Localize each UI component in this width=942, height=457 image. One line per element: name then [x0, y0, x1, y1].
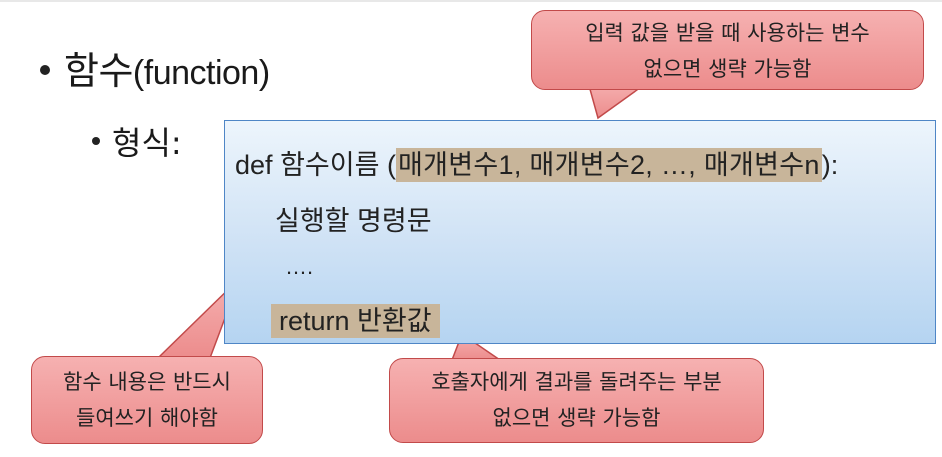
top-callout-line2: 없으면 생략 가능함 [643, 57, 812, 81]
left-callout-line2: 들여쓰기 해야함 [76, 406, 218, 430]
bullet-dot-small [92, 137, 100, 145]
def-line: def 함수이름 (매개변수1, 매개변수2, …, 매개변수n): [235, 143, 838, 182]
top-callout: 입력 값을 받을 때 사용하는 변수 없으면 생략 가능함 [531, 10, 924, 90]
close-paren: ): [821, 150, 839, 180]
left-callout-line1: 함수 내용은 반드시 [63, 370, 231, 394]
heading-suffix: (function) [132, 54, 270, 92]
open-paren: ( [386, 150, 396, 180]
params-highlight: 매개변수1, 매개변수2, …, 매개변수n [395, 148, 822, 182]
def-keyword: def [235, 150, 273, 180]
top-callout-line1: 입력 값을 받을 때 사용하는 변수 [585, 21, 870, 45]
return-highlight: return 반환값 [271, 304, 440, 338]
ellipsis-line: …. [285, 254, 314, 279]
body-line: 실행할 명령문 [275, 206, 432, 236]
bottom-callout: 호출자에게 결과를 돌려주는 부분 없으면 생략 가능함 [389, 358, 764, 443]
top-divider [0, 0, 942, 2]
subheading-label: 형식: [112, 124, 182, 162]
code-block: def 함수이름 (매개변수1, 매개변수2, …, 매개변수n): 실행할 명… [224, 120, 936, 344]
heading-text: 함수(function) [64, 40, 270, 95]
heading-prefix: 함수 [64, 49, 133, 93]
function-name: 함수이름 [280, 150, 380, 180]
bullet-dot [40, 64, 50, 75]
main-heading: 함수(function) [40, 40, 270, 95]
sub-heading: 형식: [92, 118, 182, 164]
left-callout: 함수 내용은 반드시 들여쓰기 해야함 [31, 356, 263, 444]
bottom-callout-line1: 호출자에게 결과를 돌려주는 부분 [431, 370, 722, 394]
bottom-callout-line2: 없으면 생략 가능함 [492, 406, 661, 430]
return-line: return 반환값 [271, 299, 440, 338]
